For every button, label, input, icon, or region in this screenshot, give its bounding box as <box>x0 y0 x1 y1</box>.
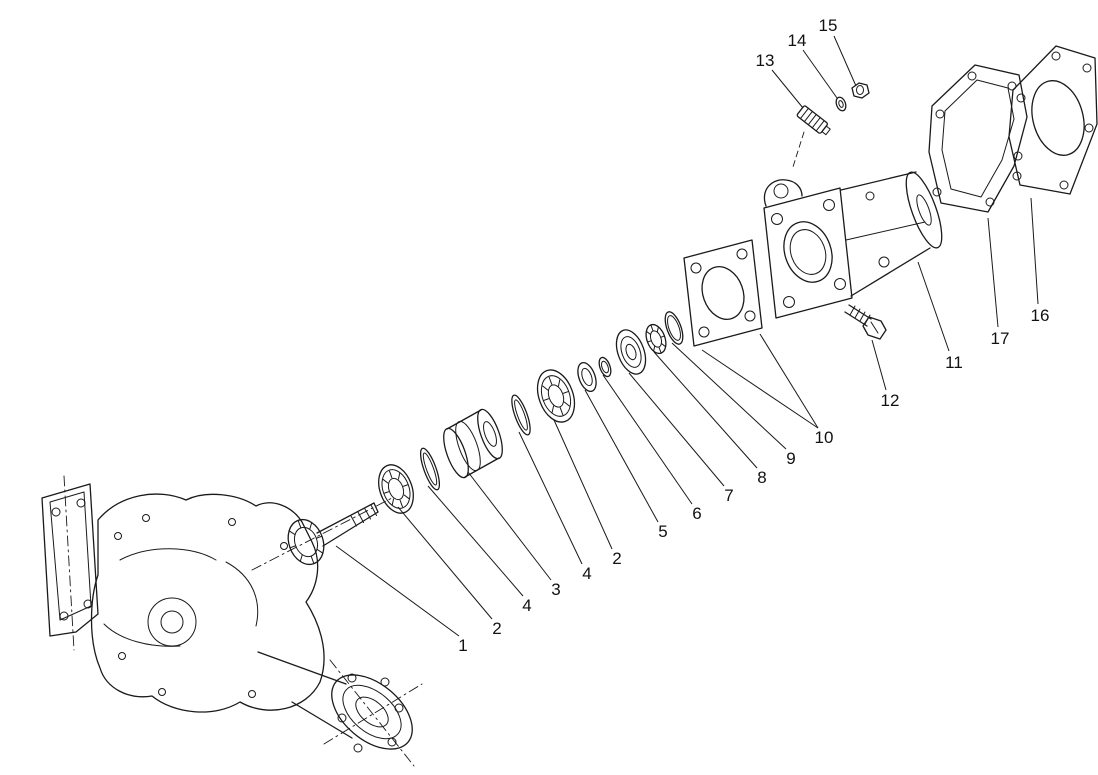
leader-line <box>671 342 787 450</box>
callout-label: 17 <box>991 329 1010 348</box>
part-small-washer <box>835 96 847 112</box>
leader-line <box>602 374 693 505</box>
part-o-ring-outer <box>511 394 531 436</box>
callout-label: 2 <box>492 619 501 638</box>
part-end-cover <box>1008 45 1098 195</box>
callout-label: 12 <box>881 391 900 410</box>
leader-line <box>335 545 460 637</box>
part-hex-bolt <box>844 304 887 340</box>
part-square-gasket <box>683 239 763 347</box>
leader-line <box>987 217 999 328</box>
leader-line <box>833 35 857 87</box>
callout-label: 9 <box>786 449 795 468</box>
leader-line <box>518 431 583 565</box>
part-gear-housing <box>763 171 943 319</box>
centerline <box>251 497 393 571</box>
part-breather-fitting <box>791 105 831 171</box>
callout-label: 14 <box>788 31 807 50</box>
part-o-ring-inner <box>419 447 441 491</box>
callout-label: 1 <box>458 636 467 655</box>
callout-label: 8 <box>757 468 766 487</box>
callout-label: 2 <box>612 549 621 568</box>
callout-label: 16 <box>1031 306 1050 325</box>
leader-line <box>397 506 493 620</box>
part-bearing-inner <box>378 464 414 514</box>
callout-label: 5 <box>658 522 667 541</box>
leader-line <box>467 471 552 581</box>
part-lock-washer <box>645 323 667 355</box>
axle-housing <box>41 475 423 767</box>
callout-label: 15 <box>819 16 838 35</box>
part-seal <box>615 329 647 375</box>
leader-line <box>771 69 804 109</box>
leader-line <box>427 485 524 597</box>
part-spacer-collar <box>443 408 503 479</box>
callout-label: 6 <box>692 504 701 523</box>
callout-label: 7 <box>724 486 733 505</box>
part-housing-gasket <box>928 64 1028 213</box>
leader-line <box>701 349 819 429</box>
part-washer <box>577 361 597 393</box>
callout-label: 10 <box>815 428 834 447</box>
callout-label: 3 <box>551 580 560 599</box>
leader-line <box>802 49 838 99</box>
leader-line <box>917 261 950 352</box>
part-retaining-ring <box>598 356 612 378</box>
part-hex-nut <box>851 82 870 99</box>
callout-label: 4 <box>522 596 531 615</box>
part-ring <box>664 311 684 345</box>
callout-label: 4 <box>582 564 591 583</box>
part-bearing-outer <box>536 369 576 423</box>
callout-label: 11 <box>945 353 963 372</box>
leader-line <box>584 389 659 523</box>
leader-line <box>871 339 887 391</box>
leader-line <box>553 419 613 550</box>
part-pinion-shaft <box>287 502 379 566</box>
leader-line <box>1030 197 1039 305</box>
leader-line <box>759 333 819 429</box>
leader-line <box>653 351 758 469</box>
leader-line <box>628 372 725 487</box>
callout-label: 13 <box>756 51 775 70</box>
